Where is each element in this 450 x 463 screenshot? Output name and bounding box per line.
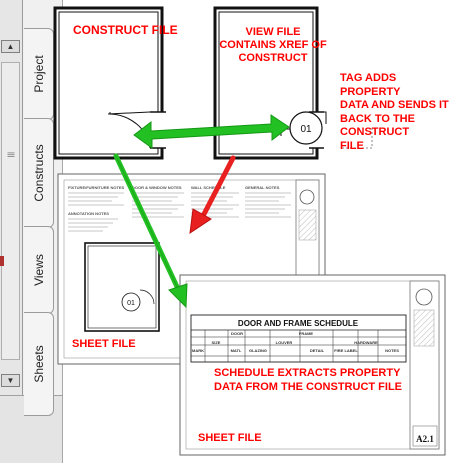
- door-tag-number: 01: [300, 124, 312, 135]
- tag-note-line: BACK TO THE: [340, 112, 415, 125]
- project-navigator-palette: ▲ ||| ▼ Project Constructs Views Sheets: [0, 0, 63, 463]
- schedule-columns: [204, 330, 379, 362]
- tab-sheets[interactable]: Sheets: [24, 312, 54, 416]
- construct-file-label: CONSTRUCT FILE: [73, 23, 178, 37]
- sheet1-note-heading: DOOR & WINDOW NOTES: [132, 185, 182, 190]
- schedule-column-header: HARDWARE: [354, 340, 378, 345]
- tag-note-line: PROPERTY: [340, 85, 401, 98]
- schedule-column-header: GLAZING: [249, 348, 267, 353]
- tag-note-line: TAG ADDS: [340, 72, 397, 84]
- view-file-label: VIEW FILE CONTAINS XREF OF CONSTRUCT: [218, 26, 328, 65]
- sheet1-note-heading: WALL SCHEDULE: [191, 185, 226, 190]
- tab-constructs[interactable]: Constructs: [24, 118, 54, 228]
- list-marker: [0, 256, 4, 266]
- schedule-note-line: DATA FROM THE CONSTRUCT FILE: [214, 381, 402, 393]
- sheet-file-1-label: SHEET FILE: [72, 338, 136, 350]
- sync-double-arrow: [133, 114, 290, 149]
- schedule-title: DOOR AND FRAME SCHEDULE: [238, 319, 359, 328]
- schedule-note-label: SCHEDULE EXTRACTS PROPERTY DATA FROM THE…: [214, 366, 402, 394]
- sheet1-tag-number: 01: [127, 300, 135, 307]
- xref-red-arrow: [189, 155, 236, 235]
- sheet-file-2: A2.1 DOOR AND FRAME SCHEDULE DOOR FRAME …: [179, 274, 446, 456]
- schedule-column-header: LOUVER: [276, 340, 293, 345]
- schedule-column-header: MARK: [192, 348, 204, 353]
- sheet1-note-heading: FIXTURE/FURNITURE NOTES: [68, 185, 125, 190]
- grip-icon: |||: [7, 152, 14, 158]
- view-file-line: CONTAINS XREF OF: [219, 39, 327, 51]
- sheet-file-2-label: SHEET FILE: [198, 432, 262, 444]
- schedule-group-header: DOOR: [231, 331, 243, 336]
- extract-arrow: [113, 153, 188, 309]
- scroll-up-button[interactable]: ▲: [1, 40, 20, 53]
- schedule-note-line: SCHEDULE EXTRACTS PROPERTY: [214, 367, 401, 379]
- view-file-line: VIEW FILE: [245, 26, 301, 38]
- tag-note-label: TAG ADDS PROPERTY DATA AND SENDS IT BACK…: [340, 72, 449, 153]
- schedule-column-header: SIZE: [212, 340, 221, 345]
- schedule-column-header: FIRE LABEL: [334, 348, 358, 353]
- scroll-down-button[interactable]: ▼: [1, 374, 20, 387]
- tag-note-line: DATA AND SENDS IT: [340, 99, 449, 111]
- sheet-number: A2.1: [416, 434, 434, 444]
- palette-file-list: ▲ ||| ▼: [0, 0, 23, 395]
- sheet1-note-heading: GENERAL NOTES: [245, 185, 280, 190]
- palette-scrollbar[interactable]: [1, 62, 20, 360]
- schedule-group-header: FRAME: [299, 331, 314, 336]
- tab-views[interactable]: Views: [24, 226, 54, 314]
- view-file-line: CONSTRUCT: [238, 52, 308, 64]
- sheet1-note-heading: ANNOTATION NOTES: [68, 211, 109, 216]
- door-tag-circle: [289, 111, 323, 145]
- schedule-column-header: DETAIL: [310, 348, 325, 353]
- tag-note-line: FILE: [340, 139, 364, 152]
- schedule-column-header: NOTES: [385, 348, 399, 353]
- tag-note-line: CONSTRUCT: [340, 126, 410, 138]
- schedule-column-header: MATL: [231, 348, 242, 353]
